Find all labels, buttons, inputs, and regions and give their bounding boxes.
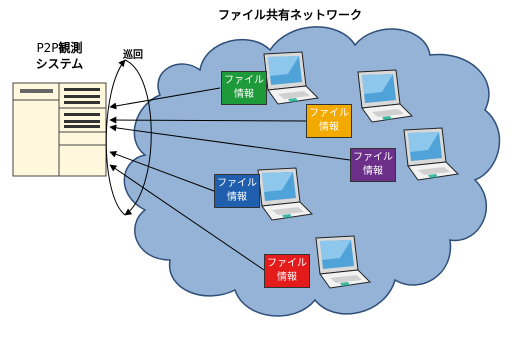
file-info-line2: 情報 <box>234 89 254 100</box>
file-info-line1: ファイル <box>353 152 393 163</box>
file-info-box: ファイル 情報 <box>214 174 260 208</box>
file-info-box: ファイル 情報 <box>350 148 396 182</box>
file-info-line2: 情報 <box>363 166 383 177</box>
network-cloud <box>123 26 501 317</box>
diagram-title: ファイル共有ネットワーク <box>218 8 363 22</box>
p2p-server-icon <box>12 82 107 177</box>
file-info-line1: ファイル <box>309 108 349 119</box>
file-info-box: ファイル 情報 <box>306 104 352 138</box>
system-title-bold: 観測 <box>58 41 83 55</box>
file-info-line1: ファイル <box>224 75 264 86</box>
patrol-label: 巡回 <box>123 50 143 61</box>
file-info-box: ファイル 情報 <box>221 71 267 105</box>
info-arrows <box>109 87 351 271</box>
file-info-line2: 情報 <box>227 192 247 203</box>
file-info-line1: ファイル <box>267 258 307 269</box>
file-info-line2: 情報 <box>277 272 297 283</box>
file-info-line1: ファイル <box>217 178 257 189</box>
patrol-arrows <box>105 59 152 216</box>
system-title-prefix: P2P <box>36 41 59 55</box>
system-title: P2P観測 システム <box>12 40 107 72</box>
file-info-box: ファイル 情報 <box>264 254 310 288</box>
file-info-line2: 情報 <box>319 122 339 133</box>
system-title-line2: システム <box>35 57 84 71</box>
